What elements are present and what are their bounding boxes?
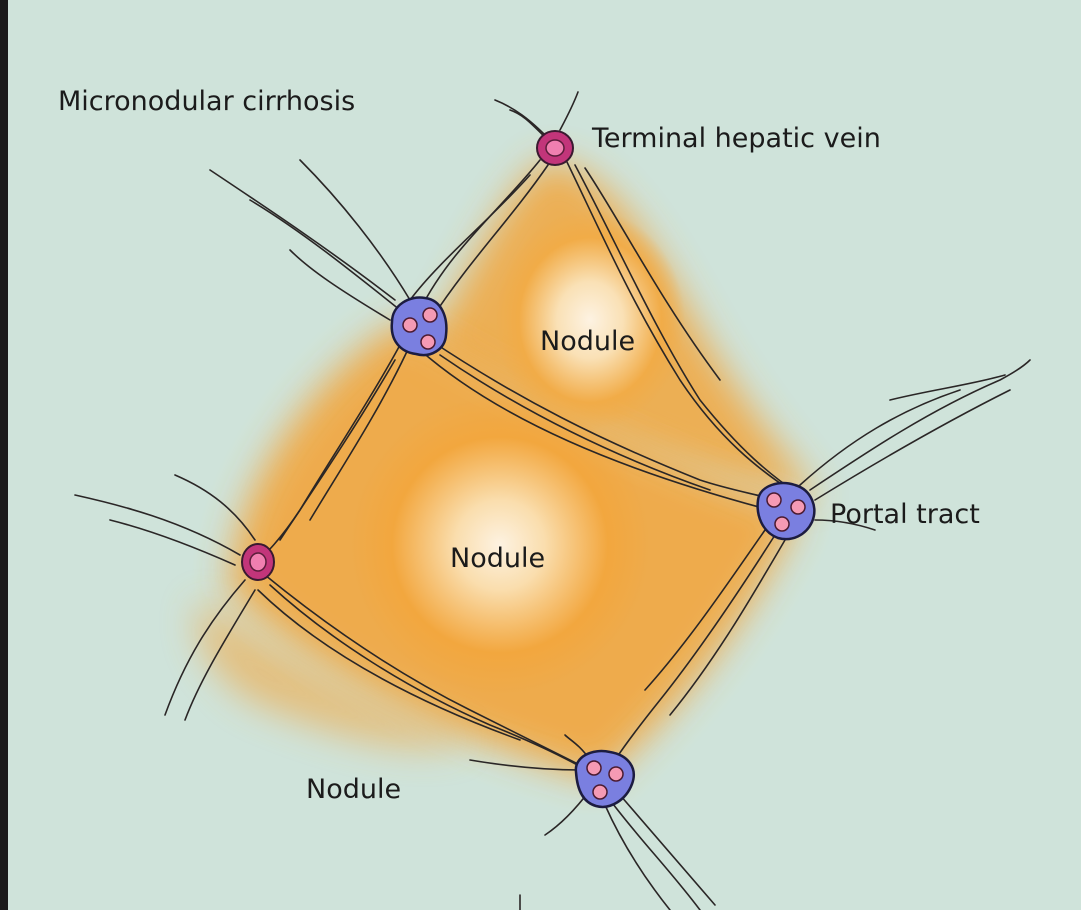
terminal-hepatic-vein-icon (537, 131, 573, 165)
terminal-hepatic-vein-left (242, 544, 274, 580)
terminal-hepatic-vein-top (537, 131, 573, 165)
diagram-title: Micronodular cirrhosis (58, 86, 355, 117)
label-nodule-center: Nodule (450, 543, 545, 574)
portal-tract-right (758, 483, 815, 539)
label-nodule-top: Nodule (540, 326, 635, 357)
left-frame-strip (0, 0, 8, 910)
label-nodule-bottom: Nodule (306, 774, 401, 805)
portal-tract-upper-left (392, 297, 447, 355)
label-terminal-hepatic-vein: Terminal hepatic vein (591, 123, 881, 154)
terminal-hepatic-vein-icon (242, 544, 274, 580)
label-portal-tract: Portal tract (830, 499, 980, 530)
portal-tract-icon (758, 483, 815, 539)
portal-tract-icon (392, 297, 447, 355)
